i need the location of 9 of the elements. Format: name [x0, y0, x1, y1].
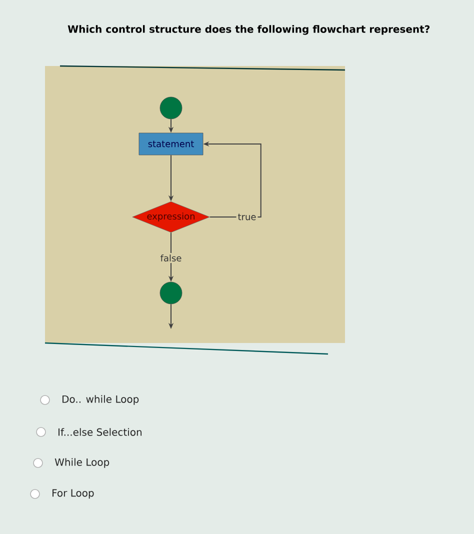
statement-box: statement [138, 132, 204, 156]
option-text: Do.. while Loop [62, 395, 139, 405]
edge-label: false [158, 253, 184, 263]
option-text: If...else Selection [58, 428, 142, 436]
terminal-circle [160, 96, 182, 120]
terminal-circle [160, 282, 182, 304]
question-text: Which control structure does the following flowchart represent? [68, 25, 430, 35]
option-text: While Loop [54, 458, 110, 468]
option-text: For Loop [52, 489, 94, 499]
